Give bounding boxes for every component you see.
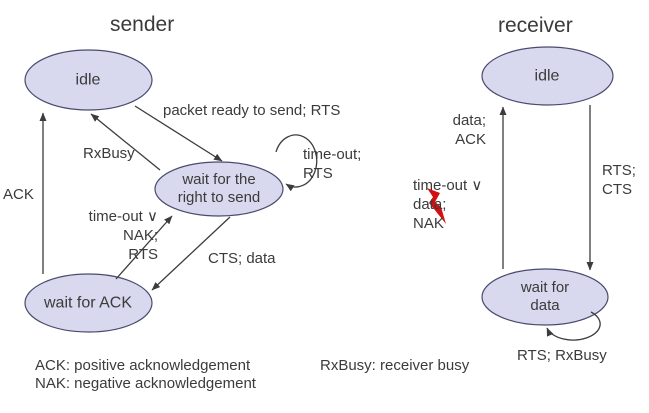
receiver-title: receiver bbox=[498, 14, 573, 37]
edge-label-ack: ACK bbox=[3, 186, 34, 203]
state-sender-wait-for-right-to-send bbox=[154, 161, 284, 217]
edge-label-timeout-rts: time-out; RTS bbox=[303, 146, 362, 182]
edge-label-data-ack: data; ACK bbox=[452, 112, 486, 148]
state-receiver-wait-for-data bbox=[481, 268, 609, 326]
legend-nak: NAK: negative acknowledgement bbox=[35, 375, 256, 392]
state-label-sender-idle: idle bbox=[75, 71, 101, 89]
legend-rxbusy: RxBusy: receiver busy bbox=[320, 357, 470, 374]
edge-label-cts-data: CTS; data bbox=[208, 250, 276, 267]
edge-label-rts-rxbusy: RTS; RxBusy bbox=[517, 347, 607, 364]
sender-title: sender bbox=[110, 13, 175, 36]
lightning-bolt-icon bbox=[427, 188, 446, 224]
edge-cts-data bbox=[151, 216, 231, 291]
edge-selfloop-rts-rxbusy bbox=[546, 311, 601, 341]
state-label-receiver-wait-data: wait for data bbox=[520, 279, 570, 314]
edge-label-packet-ready-rts: packet ready to send; RTS bbox=[163, 102, 341, 119]
edge-packet-ready-rts bbox=[134, 105, 223, 162]
edge-timeout-nak-rts bbox=[115, 215, 173, 280]
edge-selfloop-timeout-rts bbox=[275, 134, 318, 192]
edge-label-rxbusy: RxBusy bbox=[83, 145, 135, 162]
state-sender-idle bbox=[24, 49, 153, 111]
state-label-sender-wait-ack: wait for ACK bbox=[43, 294, 133, 312]
edge-label-rts-cts: RTS; CTS bbox=[602, 162, 636, 198]
state-sender-wait-for-ack bbox=[24, 273, 153, 333]
edge-label-timeout-data-nak: time-out ∨ data; NAK bbox=[413, 177, 483, 232]
edge-label-timeout-nak-rts: time-out ∨ NAK; RTS bbox=[88, 208, 158, 263]
edge-rxbusy bbox=[90, 113, 161, 171]
state-label-sender-wait-right: wait for the right to send bbox=[177, 171, 261, 206]
state-label-receiver-idle: idle bbox=[534, 67, 560, 85]
state-receiver-idle bbox=[481, 46, 614, 106]
legend-ack: ACK: positive acknowledgement bbox=[35, 357, 251, 374]
